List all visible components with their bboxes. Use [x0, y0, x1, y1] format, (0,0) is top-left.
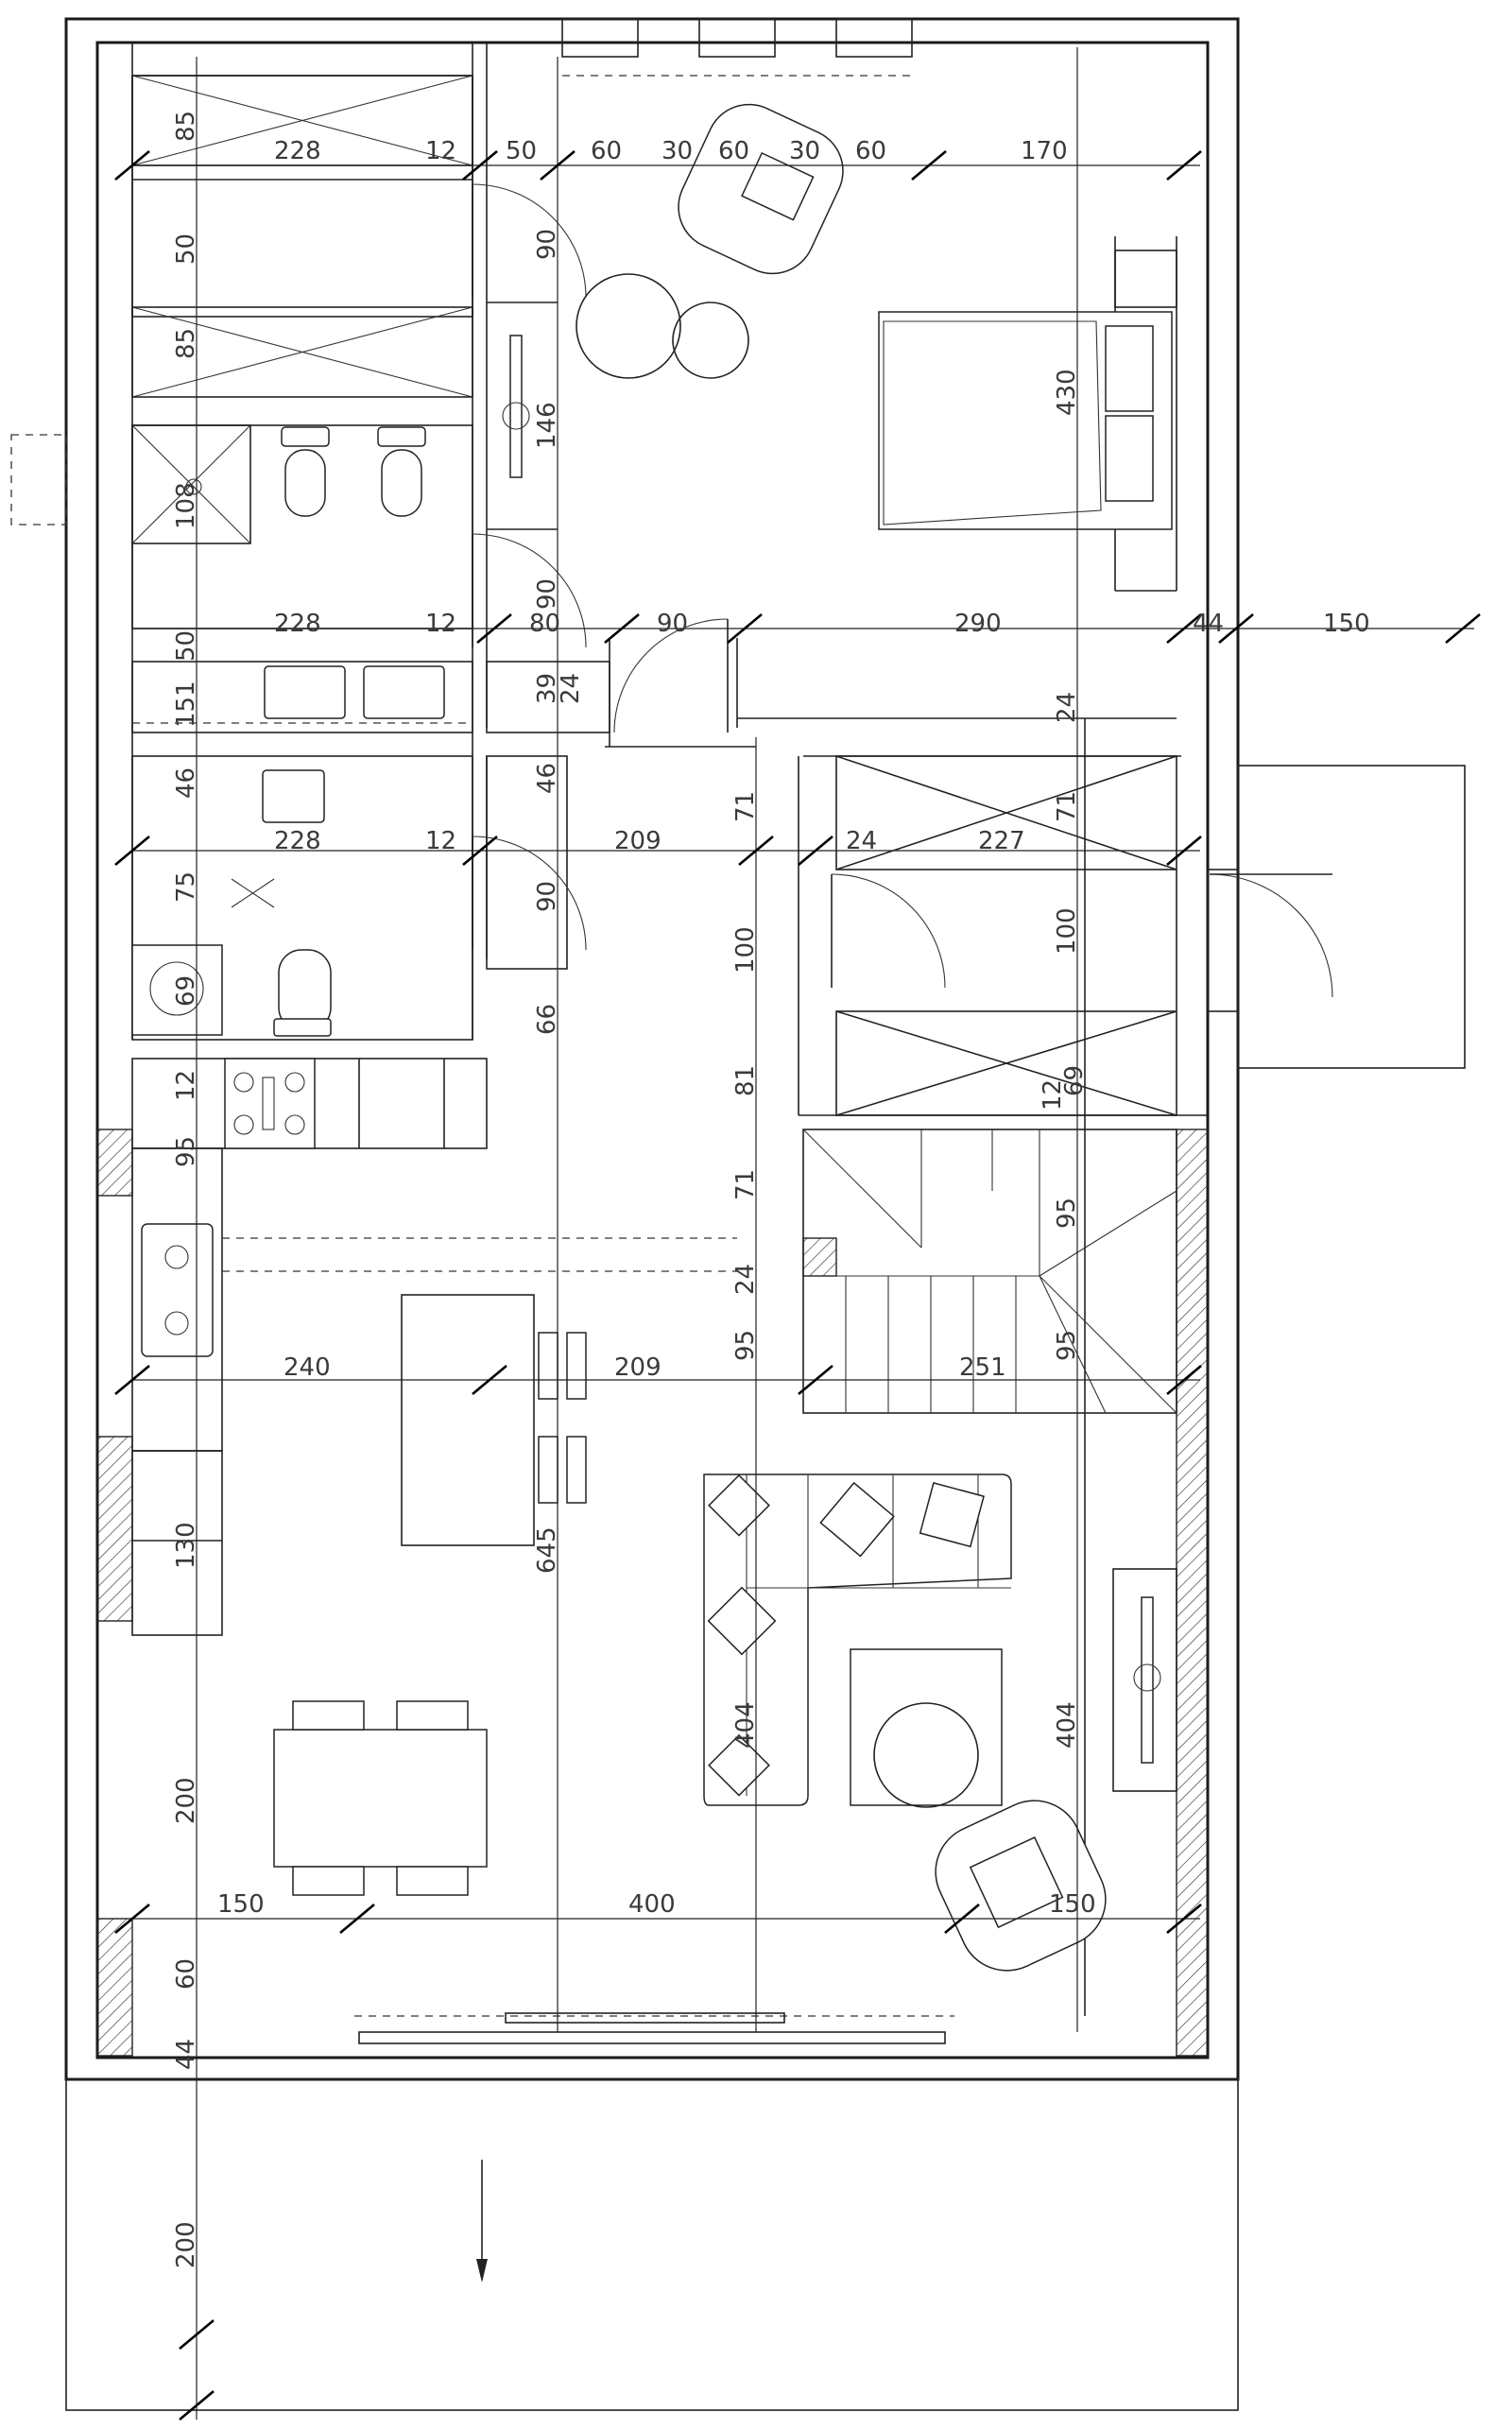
dim-label: 150 — [217, 1890, 265, 1919]
stairs — [802, 1129, 1177, 1414]
bathroom-bottom — [131, 769, 332, 1037]
dim-label: 90 — [533, 881, 561, 912]
dim-label: 90 — [533, 229, 561, 260]
dim-label: 404 — [731, 1701, 760, 1749]
dim-label: 227 — [978, 827, 1025, 855]
dim-label: 209 — [614, 1353, 662, 1382]
dim-label: 24 — [731, 1264, 760, 1295]
dim-label: 108 — [172, 482, 200, 529]
dim-label: 290 — [954, 610, 1002, 638]
bed — [878, 311, 1173, 530]
dim-label: 71 — [731, 791, 760, 822]
dim-label: 228 — [274, 827, 321, 855]
dim-label: 12 — [425, 137, 456, 165]
sofa — [703, 1474, 1012, 1808]
dim-label: 69 — [1060, 1065, 1089, 1096]
dim-label: 228 — [274, 610, 321, 638]
dim-label: 44 — [172, 2039, 200, 2070]
dim-label: 12 — [172, 1070, 200, 1101]
dim-label: 400 — [628, 1890, 676, 1919]
dim-label: 100 — [1053, 907, 1081, 955]
dim-label: 90 — [533, 578, 561, 610]
dim-label: 95 — [172, 1136, 200, 1167]
dim-label: 80 — [529, 610, 560, 638]
bathroom-top — [131, 424, 472, 724]
dim-label: 60 — [172, 1958, 200, 1990]
dim-label: 130 — [172, 1522, 200, 1569]
dim-label: 46 — [172, 767, 200, 799]
door-swings — [472, 183, 1333, 998]
dim-label: 170 — [1021, 137, 1068, 165]
dim-label: 146 — [533, 402, 561, 449]
dim-label: 60 — [718, 137, 749, 165]
dim-label: 81 — [731, 1065, 760, 1096]
kitchen — [131, 1058, 737, 1636]
dim-label: 251 — [959, 1353, 1006, 1382]
dim-label: 240 — [284, 1353, 331, 1382]
dining-table — [273, 1700, 488, 1896]
dim-label: 12 — [425, 610, 456, 638]
dim-label: 151 — [172, 681, 200, 728]
dim-label: 46 — [533, 763, 561, 794]
dim-label: 60 — [591, 137, 622, 165]
dim-label: 85 — [172, 328, 200, 359]
dim-label: 44 — [1193, 610, 1224, 638]
dim-label: 95 — [1053, 1330, 1081, 1361]
dim-label: 90 — [657, 610, 688, 638]
dim-label: 95 — [1053, 1198, 1081, 1229]
dim-label: 60 — [855, 137, 886, 165]
dim-label: 150 — [1323, 610, 1370, 638]
dim-label: 50 — [506, 137, 537, 165]
dim-label: 228 — [274, 137, 321, 165]
dim-label: 200 — [172, 2221, 200, 2268]
dim-label: 75 — [172, 871, 200, 903]
dim-label: 66 — [533, 1004, 561, 1035]
dim-label: 39 — [533, 673, 561, 704]
top-windows — [561, 18, 913, 77]
north-arrow-icon — [476, 2160, 488, 2283]
dim-label: 50 — [172, 630, 200, 662]
dim-label: 71 — [1053, 791, 1081, 822]
dim-label: 69 — [172, 975, 200, 1007]
dim-label: 645 — [533, 1526, 561, 1574]
armchairs — [576, 103, 1107, 1972]
dim-label: 404 — [1053, 1701, 1081, 1749]
dimension-labels: 228 12 50 60 30 60 30 60 170 228 12 80 9… — [172, 111, 1370, 2268]
dim-label: 50 — [172, 233, 200, 265]
bottom-windows — [354, 2012, 954, 2044]
dim-label: 150 — [1049, 1890, 1096, 1919]
dim-label: 12 — [425, 827, 456, 855]
dim-label: 30 — [662, 137, 693, 165]
dim-label: 209 — [614, 827, 662, 855]
side-balcony — [1207, 765, 1466, 1069]
dim-label: 24 — [846, 827, 877, 855]
dim-label: 100 — [731, 926, 760, 974]
dim-label: 95 — [731, 1330, 760, 1361]
hatched-walls — [96, 1129, 1209, 2057]
dimension-lines — [132, 47, 1474, 2420]
dim-label: 24 — [1053, 692, 1081, 723]
dim-label: 24 — [557, 673, 585, 704]
dim-label: 30 — [789, 137, 820, 165]
tv-unit — [1112, 1568, 1177, 1792]
dim-label: 71 — [731, 1169, 760, 1200]
dimension-ticks — [114, 150, 1481, 2421]
dim-label: 430 — [1053, 369, 1081, 416]
dim-label: 12 — [1039, 1079, 1067, 1111]
dim-label: 85 — [172, 111, 200, 142]
dim-label: 200 — [172, 1777, 200, 1824]
